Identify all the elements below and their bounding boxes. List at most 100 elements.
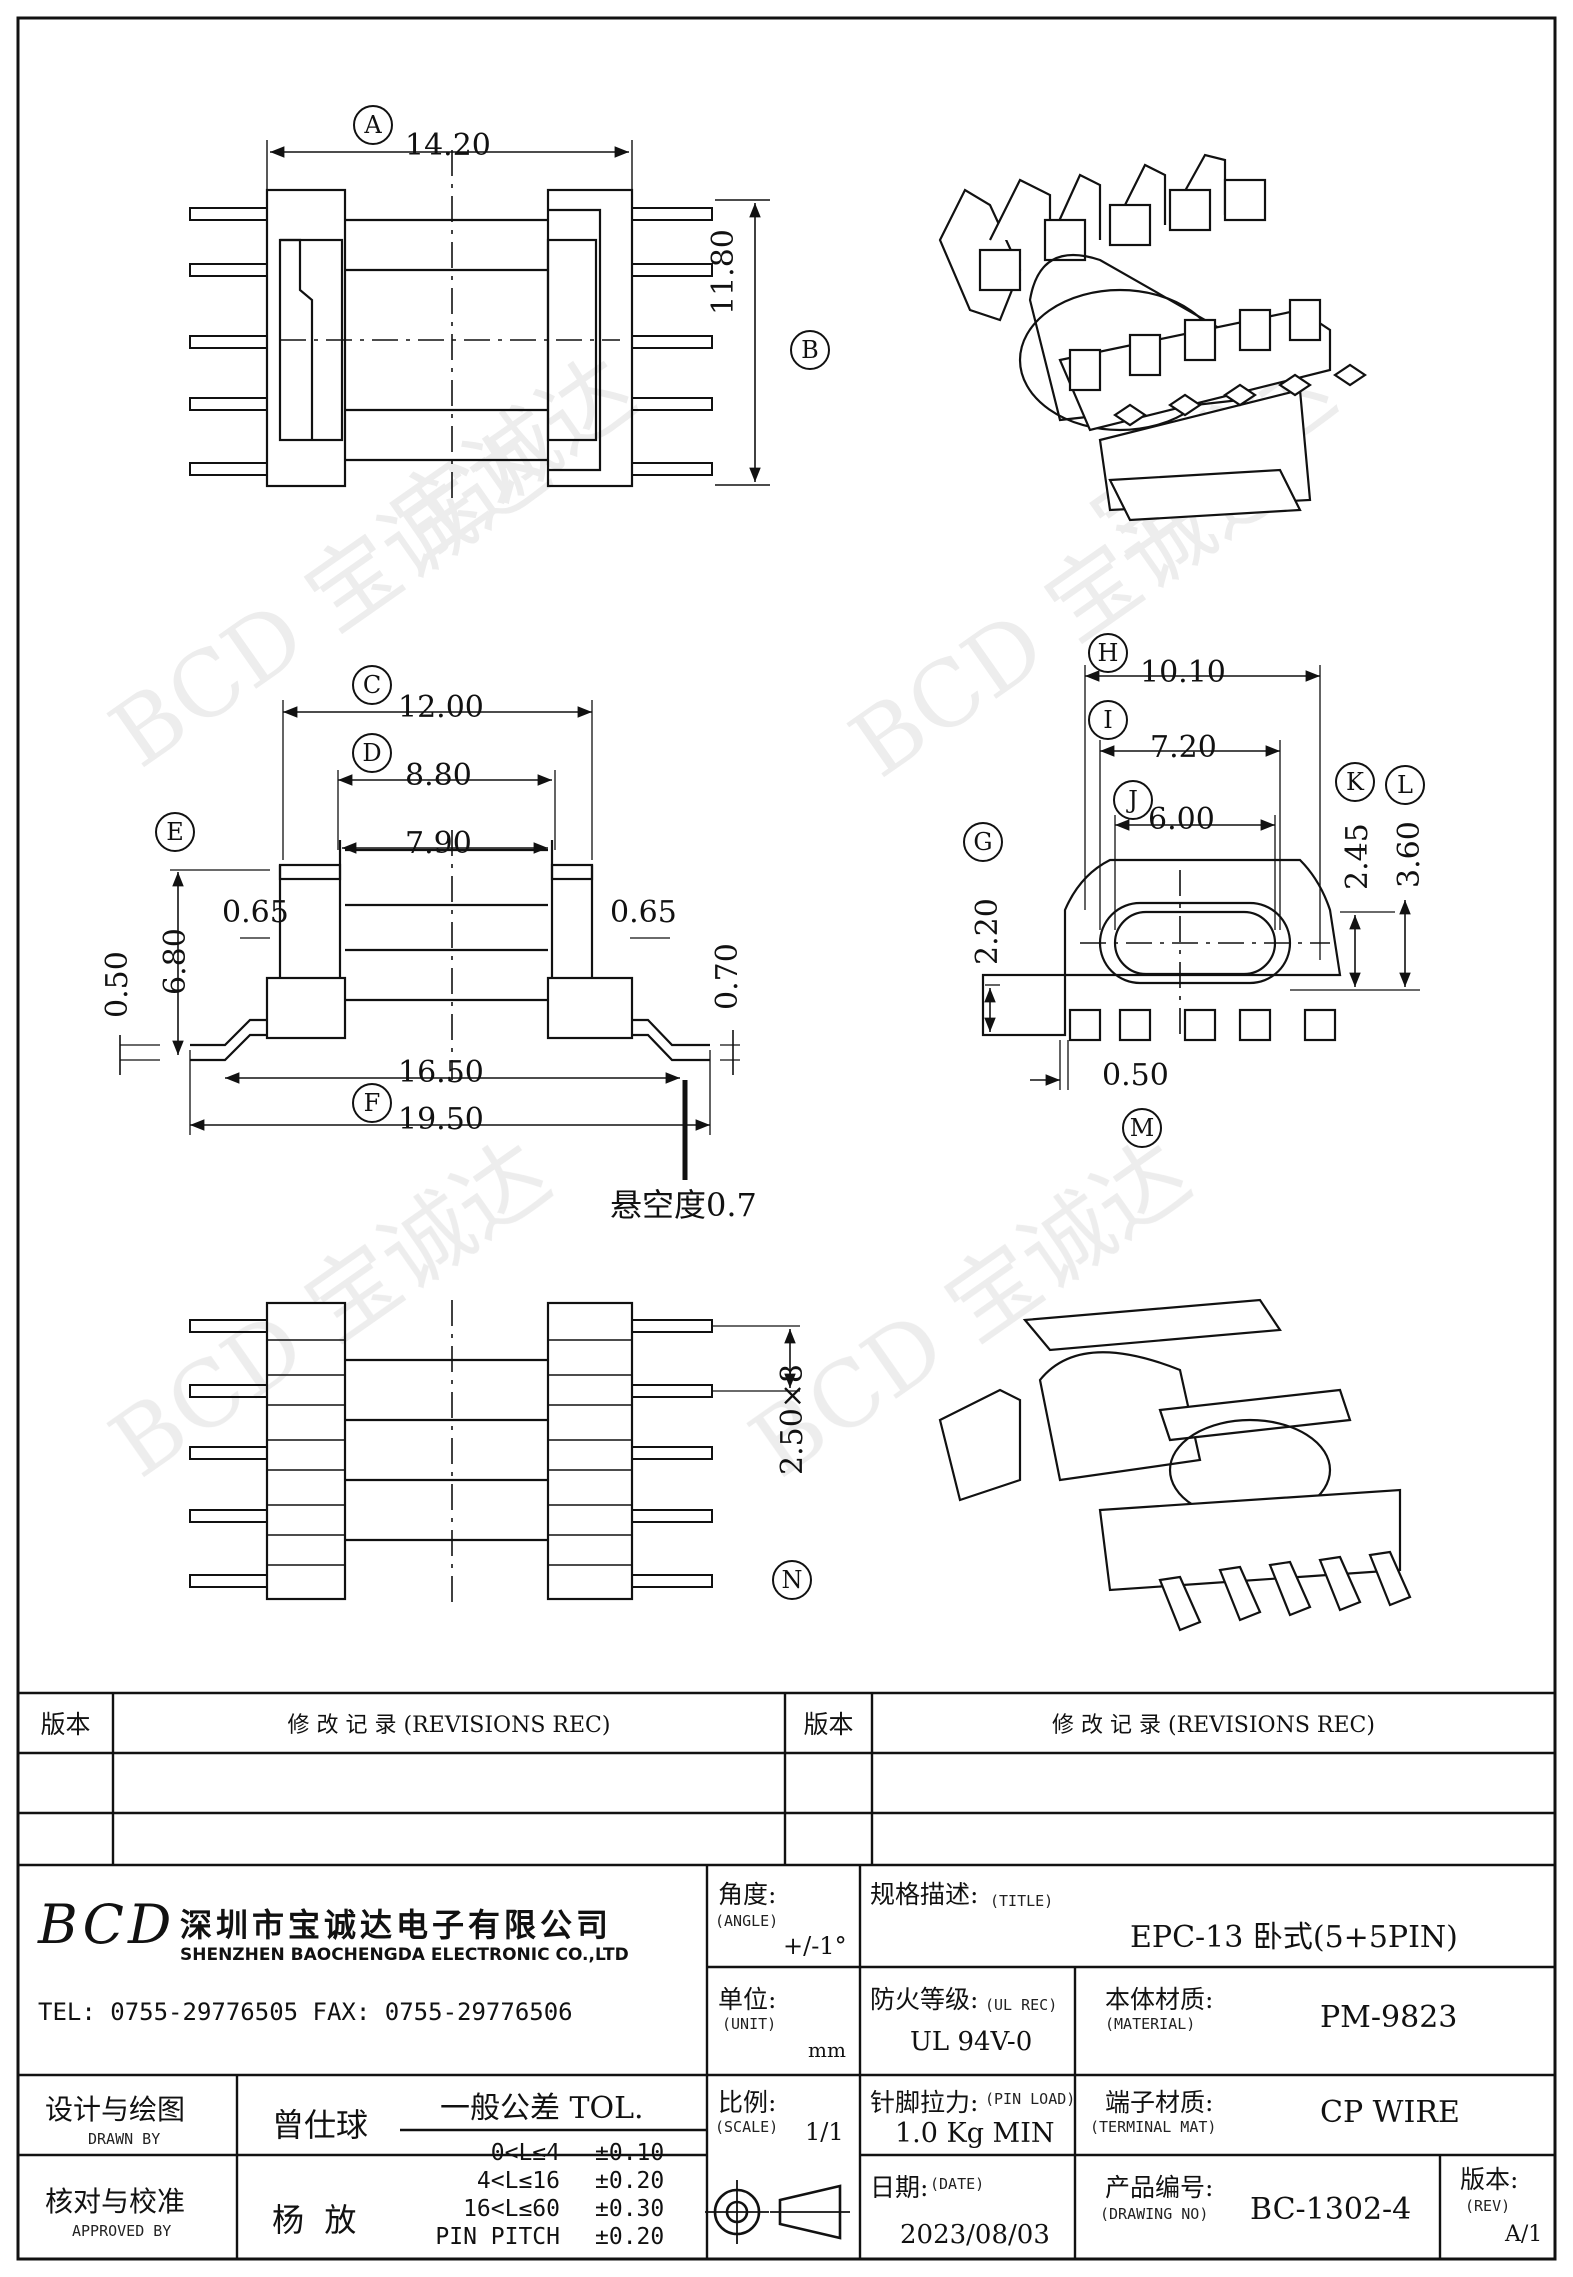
terminal-label-en: (TERMINAL MAT) (1090, 2118, 1217, 2136)
dim-E3-value: 0.70 (710, 943, 745, 1010)
scale-label-en: (SCALE) (715, 2118, 779, 2136)
dim-E2-value: 0.50 (100, 951, 135, 1018)
ul-label: 防火等级: (870, 1985, 979, 2014)
rev-col3-header: 版本 (803, 1710, 854, 1739)
rev-col2-header: 修 改 记 录 (REVISIONS REC) (287, 1713, 611, 1738)
top-view (189, 140, 770, 500)
dim-A-value: 14.20 (405, 128, 491, 163)
company-name-cn: 深圳市宝诚达电子有限公司 (180, 1906, 613, 1944)
dim-I-balloon: I (1088, 700, 1128, 740)
terminal-value: CP WIRE (1320, 2095, 1460, 2130)
tol-range-3: PIN PITCH (435, 2224, 560, 2250)
rev-col4-header: 修 改 记 录 (REVISIONS REC) (1052, 1713, 1375, 1738)
dim-D-value: 8.80 (405, 758, 472, 793)
company-contact: TEL: 0755-29776505 FAX: 0755-29776506 (38, 1998, 573, 2026)
drawn-label: 设计与绘图 (45, 2093, 186, 2126)
title-label: 规格描述: (870, 1880, 979, 1909)
dim-B-balloon: B (790, 330, 830, 370)
date-value: 2023/08/03 (900, 2220, 1050, 2250)
material-value: PM-9823 (1320, 2000, 1458, 2035)
scale-label: 比例: (718, 2088, 777, 2117)
dim-G-value: 2.20 (970, 898, 1005, 965)
dim-E-balloon: E (155, 812, 195, 852)
front-view (981, 665, 1420, 1090)
approved-value: 杨 放 (272, 2201, 357, 2239)
dim-J-balloon: J (1113, 780, 1153, 820)
scale-value: 1/1 (805, 2118, 844, 2146)
dim-L-balloon: L (1385, 765, 1425, 805)
dim-B-value: 11.80 (706, 229, 741, 315)
tol-range-1: 4<L≤16 (476, 2168, 560, 2194)
dim-E-right-value: 0.65 (610, 895, 677, 930)
dim-H-balloon: H (1088, 633, 1128, 673)
material-label: 本体材质: (1105, 1985, 1214, 2014)
angle-label-en: (ANGLE) (715, 1912, 779, 1930)
unit-value: mm (808, 2038, 846, 2062)
dim-E-value: 6.80 (158, 928, 193, 995)
drawn-value: 曾仕球 (272, 2106, 369, 2144)
bottom-view (189, 1300, 800, 1610)
iso-view-2 (938, 1298, 1412, 1632)
dim-G-balloon: G (963, 822, 1003, 862)
drawing-no-value: BC-1302-4 (1250, 2192, 1412, 2227)
drawing-no-label-en: (DRAWING NO) (1100, 2205, 1209, 2223)
tol-value-3: ±0.20 (595, 2224, 665, 2250)
dim-M-value: 0.50 (1102, 1058, 1169, 1093)
approved-label-en: APPROVED BY (72, 2222, 172, 2240)
unit-label: 单位: (718, 1985, 777, 2014)
tol-value-1: ±0.20 (595, 2168, 665, 2194)
dim-C-value: 12.00 (398, 690, 484, 725)
dim-F-value: 19.50 (398, 1102, 484, 1137)
tolerance-header: 一般公差 TOL. (440, 2091, 644, 2126)
dim-F2-value: 16.50 (398, 1055, 484, 1090)
title-label-en: (TITLE) (990, 1892, 1054, 1910)
approved-label: 核对与校准 (45, 2185, 186, 2218)
ul-value: UL 94V-0 (910, 2027, 1033, 2057)
drawing-no-label: 产品编号: (1105, 2173, 1214, 2202)
rev-col1-header: 版本 (40, 1710, 91, 1739)
drawing-frame (16, 16, 1557, 2261)
date-label-en: (DATE) (930, 2175, 985, 2193)
title-value: EPC-13 卧式(5+5PIN) (1130, 1920, 1458, 1955)
dim-M-balloon: M (1122, 1108, 1162, 1148)
unit-label-en: (UNIT) (722, 2015, 777, 2033)
pin-load-label: 针脚拉力: (870, 2088, 979, 2117)
dim-N-value: 2.50×8 (775, 1363, 810, 1475)
standoff-label: 悬空度0.7 (610, 1186, 757, 1224)
iso-view-1 (938, 153, 1367, 522)
company-name-en: SHENZHEN BAOCHENGDA ELECTRONIC CO.,LTD (180, 1945, 629, 1965)
dim-D-balloon: D (352, 733, 392, 773)
title-block-grid (18, 1691, 1555, 2259)
terminal-label: 端子材质: (1105, 2088, 1214, 2117)
dim-N-balloon: N (772, 1560, 812, 1600)
drawn-label-en: DRAWN BY (88, 2130, 161, 2148)
dim-E-left-value: 0.65 (222, 895, 289, 930)
pin-load-value: 1.0 Kg MIN (895, 2118, 1055, 2149)
dim-A-balloon: A (353, 105, 393, 145)
dim-C-balloon: C (352, 665, 392, 705)
rev-label-en: (REV) (1465, 2197, 1511, 2215)
angle-value: +/-1° (783, 1932, 847, 1960)
angle-label: 角度: (718, 1880, 777, 1909)
dim-K-balloon: K (1335, 762, 1375, 802)
projection-symbol (705, 2180, 850, 2244)
dim-J-value: 6.00 (1148, 802, 1215, 837)
date-label: 日期: (870, 2173, 929, 2202)
tol-range-2: 16<L≤60 (463, 2196, 560, 2222)
dim-L-value: 3.60 (1392, 821, 1427, 888)
dim-H-value: 10.10 (1140, 655, 1226, 690)
ul-label-en: (UL REC) (985, 1996, 1058, 2014)
tol-value-2: ±0.30 (595, 2196, 665, 2222)
svg-text:宝诚达: 宝诚达 (372, 337, 653, 578)
side-view (119, 700, 740, 1180)
tol-value-0: ±0.10 (595, 2140, 665, 2166)
pin-load-label-en: (PIN LOAD) (985, 2090, 1076, 2108)
dim-D2-value: 7.90 (405, 826, 472, 861)
rev-label: 版本: (1460, 2165, 1519, 2194)
tol-range-0: 0<L≤4 (490, 2140, 560, 2166)
material-label-en: (MATERIAL) (1105, 2015, 1196, 2033)
dim-K-value: 2.45 (1340, 823, 1375, 890)
dim-I-value: 7.20 (1150, 730, 1217, 765)
svg-text:BCD 宝诚达: BCD 宝诚达 (92, 1121, 568, 1498)
